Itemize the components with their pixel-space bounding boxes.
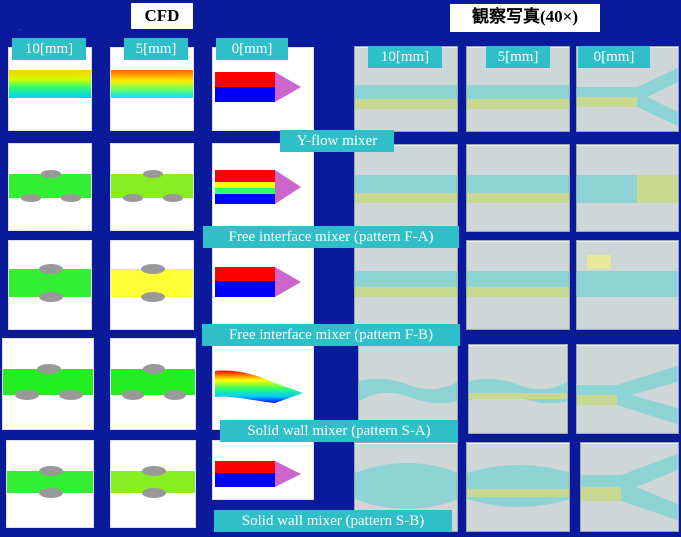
cfd-fa-0mm (212, 143, 314, 231)
cfd-fb-10mm (8, 240, 92, 330)
row-label-y-flow: Y-flow mixer (280, 130, 394, 152)
row-label-sb: Solid wall mixer (pattern S-B) (214, 510, 452, 532)
cfd-y-flow-5mm (110, 47, 194, 131)
photo-fa-0mm (576, 144, 679, 232)
cfd-col-10mm: 10[mm] (12, 38, 86, 60)
photo-sb-5mm (466, 442, 570, 532)
photo-sa-10mm (358, 344, 458, 434)
cfd-sb-10mm (6, 440, 94, 528)
photo-fa-10mm (354, 144, 458, 232)
cfd-header: CFD (131, 3, 193, 29)
photo-col-10mm: 10[mm] (368, 46, 442, 68)
cfd-sa-0mm (212, 338, 314, 430)
cfd-fa-5mm (110, 143, 194, 231)
cfd-fa-10mm (8, 143, 92, 231)
photo-sa-5mm (468, 344, 568, 434)
row-label-fb: Free interface mixer (pattern F-B) (202, 324, 460, 346)
cfd-fb-0mm (212, 240, 314, 330)
photo-sa-0mm (576, 344, 679, 434)
cfd-col-0mm: 0[mm] (216, 38, 288, 60)
photo-col-5mm: 5[mm] (486, 46, 550, 68)
cfd-col-5mm: 5[mm] (124, 38, 188, 60)
cfd-fb-5mm (110, 240, 194, 330)
cfd-sb-0mm (212, 440, 314, 500)
cfd-sb-5mm (110, 440, 196, 528)
photo-fb-0mm (576, 240, 679, 330)
cfd-sa-10mm (2, 338, 94, 430)
photo-fb-10mm (354, 240, 458, 330)
photo-fb-5mm (466, 240, 570, 330)
cfd-y-flow-10mm (8, 47, 92, 131)
photo-header: 観察写真(40×) (450, 4, 600, 32)
photo-y-flow-0mm (576, 46, 679, 132)
photo-fa-5mm (466, 144, 570, 232)
row-label-fa: Free interface mixer (pattern F-A) (203, 226, 459, 248)
photo-sb-0mm (580, 442, 679, 532)
photo-col-0mm: 0[mm] (578, 46, 650, 68)
cfd-sa-5mm (110, 338, 196, 430)
cfd-y-flow-0mm (212, 47, 314, 131)
row-label-sa: Solid wall mixer (pattern S-A) (220, 420, 458, 442)
